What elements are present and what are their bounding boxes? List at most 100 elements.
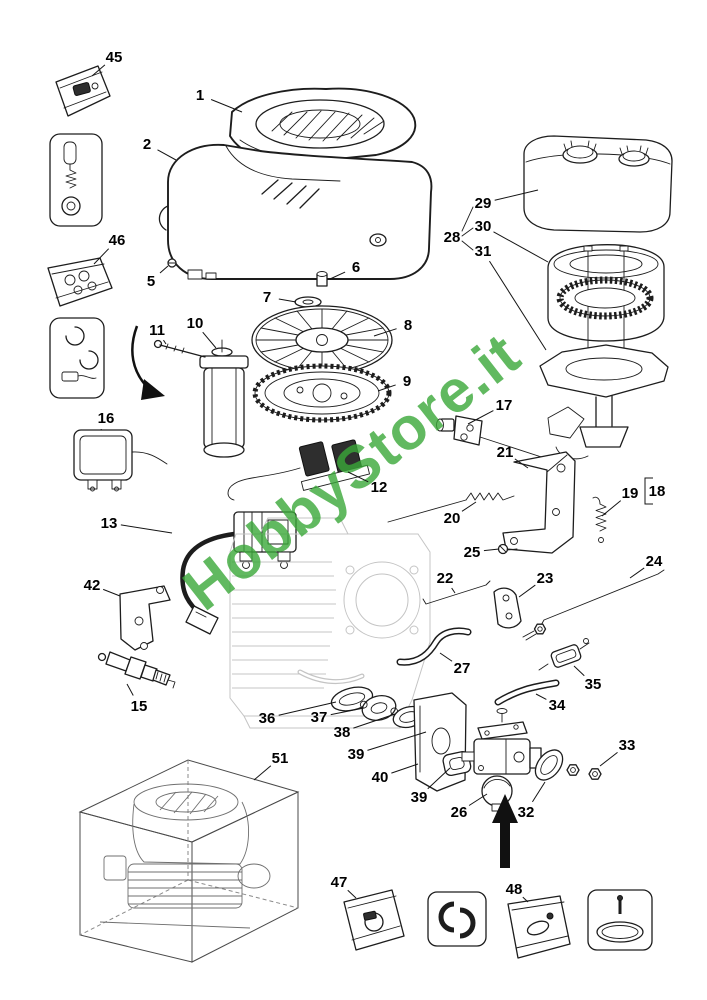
leader-line-15 xyxy=(126,683,134,696)
part-number-17: 17 xyxy=(496,397,513,414)
carb-gasket-32 xyxy=(534,749,564,781)
leader-line-34 xyxy=(535,693,547,700)
part-number-19: 19 xyxy=(622,485,639,502)
air-filter-element xyxy=(556,276,654,320)
leader-line-48 xyxy=(522,896,529,903)
leader-line-7 xyxy=(278,298,297,303)
leader-line-51 xyxy=(253,765,272,781)
leader-line-2 xyxy=(157,149,177,161)
bracket-18 xyxy=(644,477,653,505)
leader-line-9 xyxy=(377,384,396,392)
part-number-1: 1 xyxy=(196,87,204,104)
leader-line-35 xyxy=(573,665,585,677)
leader-line-12 xyxy=(347,471,369,483)
leader-line-11 xyxy=(163,339,167,345)
hex-bolt xyxy=(522,623,547,641)
fuel-hose-34 xyxy=(494,679,560,706)
leader-line-20 xyxy=(461,501,477,512)
clamp-kit-box xyxy=(427,891,487,947)
part-number-27: 27 xyxy=(454,660,471,677)
part-number-34: 34 xyxy=(549,697,566,714)
part-number-36: 36 xyxy=(259,710,276,727)
part-number-6: 6 xyxy=(352,259,360,276)
breather-hose-27 xyxy=(396,627,472,666)
leader-line-24 xyxy=(629,567,645,579)
part-number-23: 23 xyxy=(537,570,554,587)
rotation-arrow xyxy=(131,325,165,400)
leader-line-32 xyxy=(531,781,546,803)
gasket-kit-box-48 xyxy=(587,889,653,951)
spark-plug xyxy=(97,651,176,689)
leader-line-8 xyxy=(373,328,397,337)
part-number-20: 20 xyxy=(444,510,461,527)
heat-shield-40 xyxy=(413,692,467,792)
control-bracket xyxy=(502,451,607,554)
part-number-42: 42 xyxy=(84,577,101,594)
part-number-9: 9 xyxy=(403,373,411,390)
leader-line-25 xyxy=(483,548,500,552)
part-number-26: 26 xyxy=(451,804,468,821)
air-cleaner-base xyxy=(539,344,669,460)
leader-line-33 xyxy=(599,751,618,767)
part-number-40: 40 xyxy=(372,769,389,786)
leader-line-47 xyxy=(347,889,357,899)
part-number-16: 16 xyxy=(98,410,115,427)
part-number-24: 24 xyxy=(646,553,663,570)
leader-line-40 xyxy=(391,763,419,774)
leader-line-19 xyxy=(601,500,622,517)
boxed-engine-51 xyxy=(78,759,300,963)
flywheel-bolt-6 xyxy=(316,271,328,287)
parts-bag-47 xyxy=(343,889,405,951)
part-number-18: 18 xyxy=(649,483,666,500)
part-number-38: 38 xyxy=(334,724,351,741)
leader-line-38 xyxy=(353,713,396,729)
link-plate-23 xyxy=(493,587,522,629)
part-number-48: 48 xyxy=(506,881,523,898)
part-number-29: 29 xyxy=(475,195,492,212)
leader-line-10 xyxy=(202,331,217,349)
direction-arrow xyxy=(492,794,518,868)
starter-bolt-11 xyxy=(153,339,206,358)
leader-line-37 xyxy=(330,707,365,716)
leader-line-21 xyxy=(514,458,529,469)
part-number-25: 25 xyxy=(464,544,481,561)
leader-line-31 xyxy=(489,260,547,351)
part-number-47: 47 xyxy=(331,874,348,891)
part-number-33: 33 xyxy=(619,737,636,754)
leader-line-5 xyxy=(159,265,169,274)
leader-line-42 xyxy=(102,588,121,597)
ignition-armature xyxy=(227,439,370,501)
leader-line-36 xyxy=(278,701,337,716)
leader-line-27 xyxy=(439,652,453,662)
part-number-8: 8 xyxy=(404,317,412,334)
leader-line-1 xyxy=(210,99,243,113)
part-number-30: 30 xyxy=(475,218,492,235)
part-number-31: 31 xyxy=(475,243,492,260)
leader-line-39 xyxy=(427,767,451,790)
flywheel-fan xyxy=(251,305,393,375)
part-number-11: 11 xyxy=(149,322,165,339)
part-number-5: 5 xyxy=(147,273,155,290)
parts-bag-48 xyxy=(507,895,571,959)
leader-line-22 xyxy=(451,587,456,594)
ignition-coil xyxy=(180,511,297,635)
part-number-35: 35 xyxy=(585,676,602,693)
engine-shroud xyxy=(158,143,433,280)
part-number-37: 37 xyxy=(311,709,328,726)
nuts-33 xyxy=(566,764,602,780)
repair-kit-box-45 xyxy=(49,133,103,227)
leader-line-13 xyxy=(120,524,173,534)
part-number-10: 10 xyxy=(187,315,204,332)
part-number-32: 32 xyxy=(518,804,535,821)
throttle-rod-22 xyxy=(422,580,491,605)
part-number-12: 12 xyxy=(371,479,388,496)
part-number-45: 45 xyxy=(106,49,123,66)
leader-line-6 xyxy=(329,271,346,280)
shroud-screw-5 xyxy=(167,258,177,268)
leader-line-45 xyxy=(91,64,106,77)
part-number-39: 39 xyxy=(411,789,428,806)
governor-rod-spring xyxy=(387,492,515,523)
plug-bracket-42 xyxy=(119,585,171,651)
starter-motor xyxy=(199,339,249,458)
